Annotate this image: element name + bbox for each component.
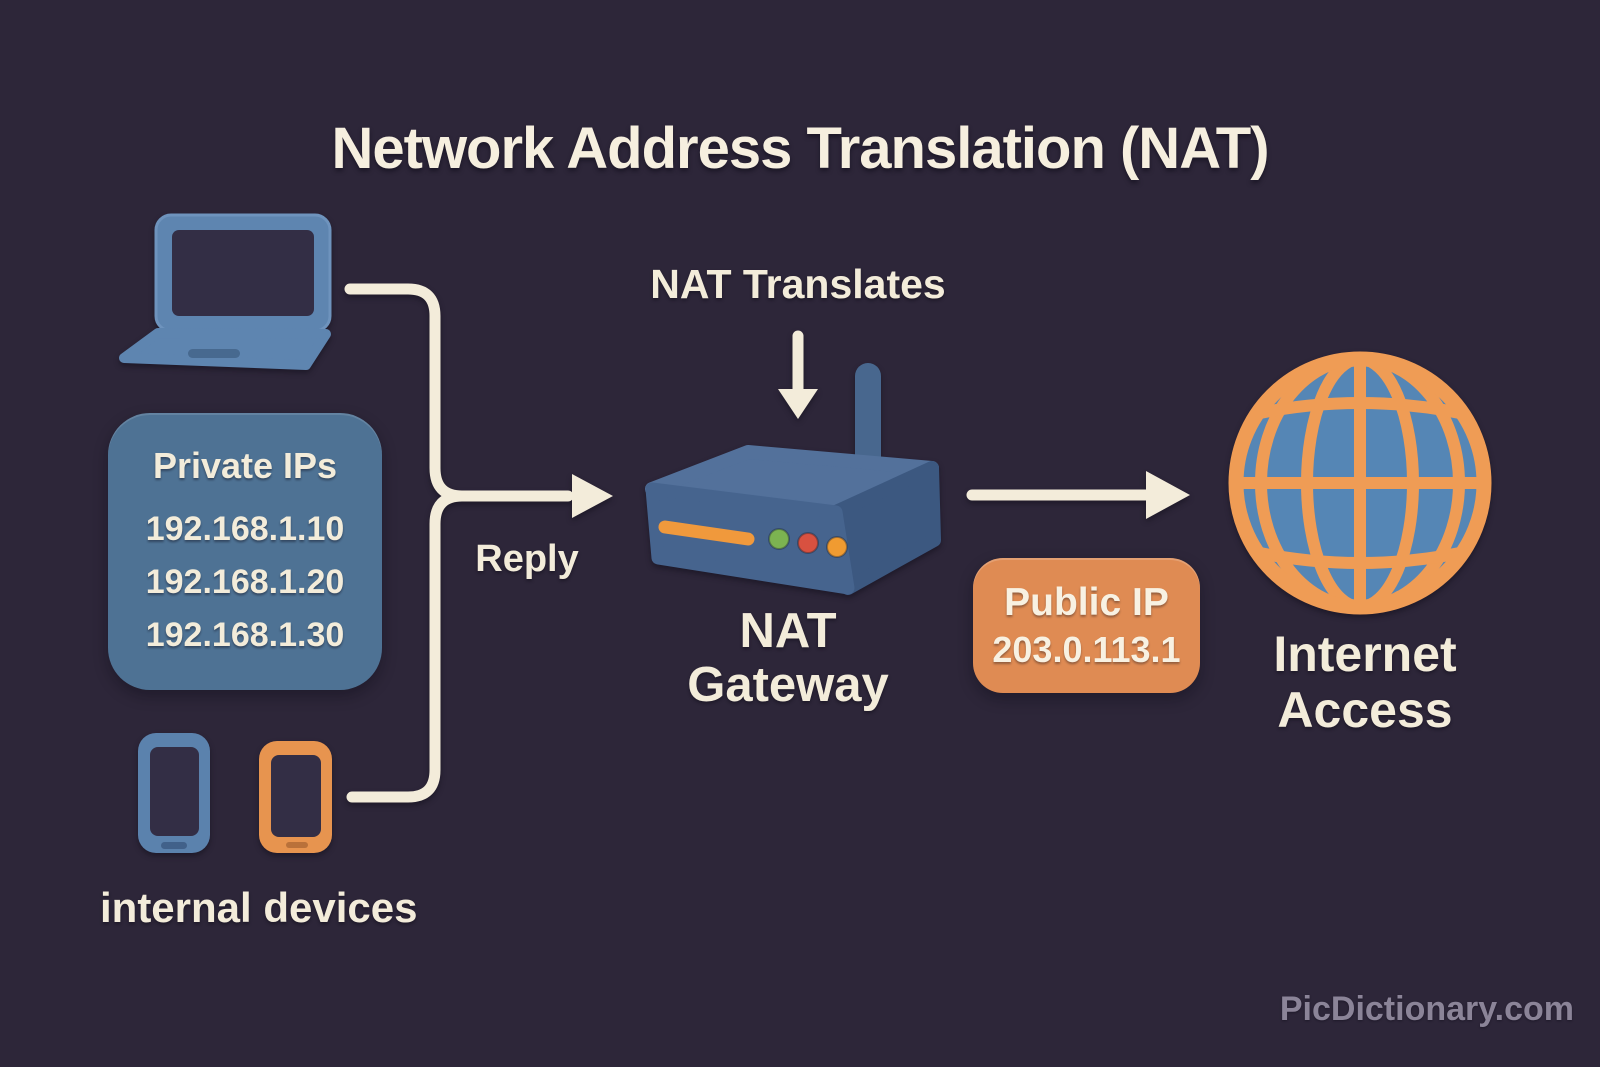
private-ips-title: Private IPs — [152, 445, 338, 486]
phones-connector-line — [346, 490, 468, 803]
internet-access-label-line2: Access — [1277, 682, 1453, 738]
merge-arrow — [344, 283, 613, 803]
router-icon — [645, 363, 941, 595]
globe-rim — [1228, 351, 1492, 615]
nat-gateway-label-line1: NAT — [739, 604, 837, 658]
internet-access-label: Internet Access — [1165, 626, 1565, 738]
smartphone-icon-blue — [138, 733, 210, 853]
internet-access-label-line1: Internet — [1273, 626, 1457, 682]
public-ip-box: Public IP 203.0.113.1 — [973, 558, 1200, 693]
laptop-trackpad — [188, 349, 240, 358]
private-ip-value: 192.168.1.20 — [145, 563, 345, 601]
public-ip-value: 203.0.113.1 — [992, 628, 1181, 670]
down-arrow — [778, 330, 818, 419]
router-led-orange — [826, 536, 848, 558]
router-stripe — [658, 520, 755, 546]
phone-home-bar — [286, 842, 308, 848]
private-ip-value: 192.168.1.10 — [145, 510, 345, 548]
laptop-icon — [119, 213, 332, 370]
nat-gateway-label-line2: Gateway — [687, 658, 889, 712]
private-ip-value: 192.168.1.30 — [145, 616, 345, 654]
nat-gateway-label: NAT Gateway — [588, 604, 988, 712]
phone-home-bar — [161, 842, 187, 849]
globe-grid-lines — [1236, 359, 1484, 607]
router-led-red — [797, 532, 819, 554]
page-title: Network Address Translation (NAT) — [331, 115, 1269, 181]
router-antenna — [855, 363, 881, 483]
private-ips-box: Private IPs 192.168.1.10 192.168.1.20 19… — [108, 413, 382, 690]
merge-arrow-head — [572, 474, 613, 518]
phone-screen — [150, 747, 199, 836]
laptop-screen — [172, 230, 314, 316]
public-ip-title: Public IP — [1004, 580, 1169, 624]
router-led-green — [768, 528, 790, 550]
reply-label: Reply — [475, 538, 579, 580]
watermark: PicDictionary.com — [1279, 990, 1574, 1028]
down-arrow-head — [778, 389, 818, 419]
internet-arrow-head — [1146, 471, 1190, 519]
laptop-connector-line — [344, 283, 574, 502]
internal-devices-label: internal devices — [100, 884, 418, 931]
globe-icon — [1228, 351, 1492, 615]
smartphone-icon-orange — [259, 741, 332, 853]
internet-arrow — [966, 471, 1190, 519]
phone-screen — [271, 755, 321, 837]
nat-translates-label: NAT Translates — [650, 261, 946, 307]
